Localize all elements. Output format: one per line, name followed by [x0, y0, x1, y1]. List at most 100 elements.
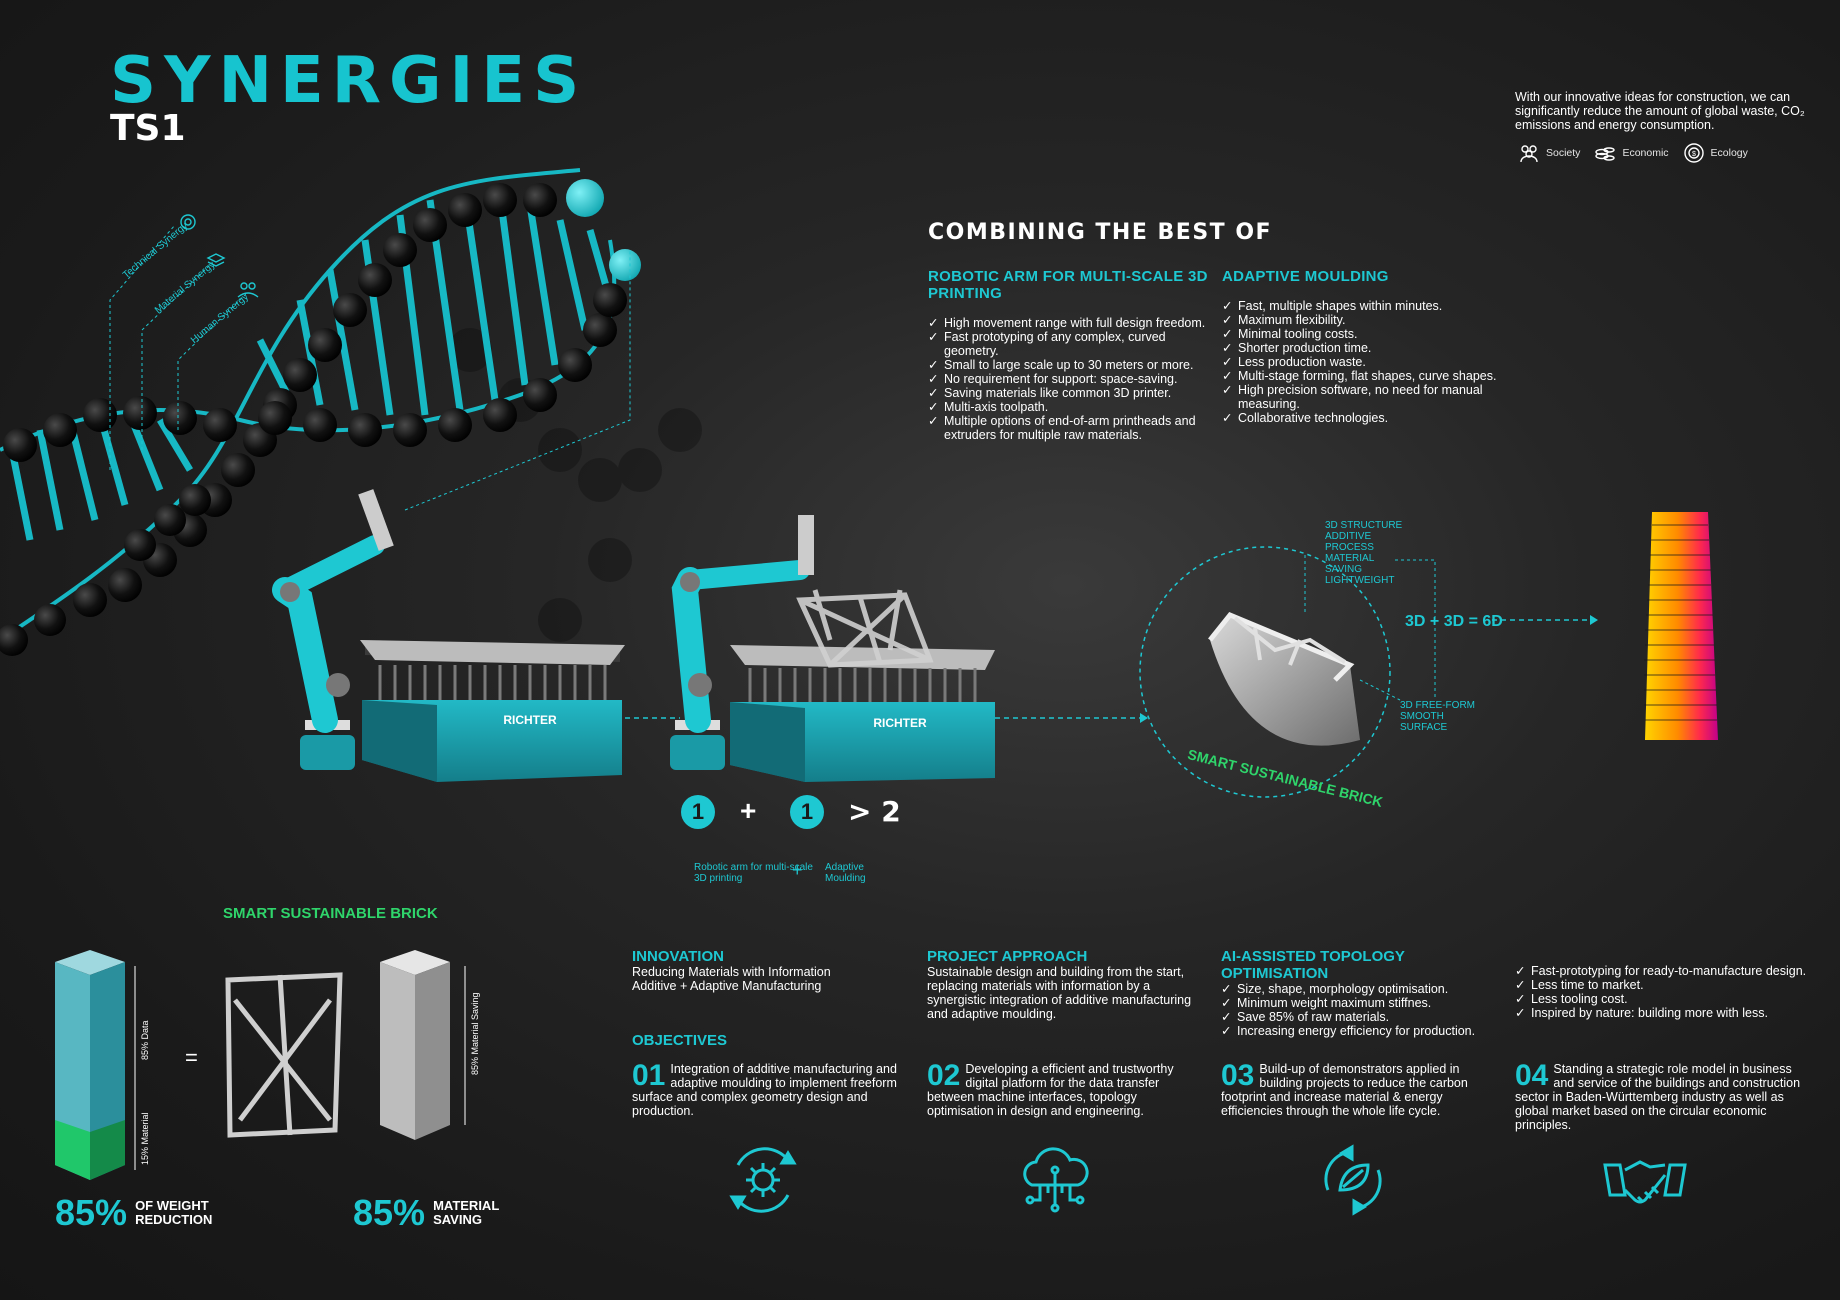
ecology-icon: $ [1683, 143, 1704, 163]
benefits-block: Fast-prototyping for ready-to-manufactur… [1515, 964, 1815, 1020]
mould-column: ADAPTIVE MOULDING Fast, multiple shapes … [1222, 268, 1507, 425]
stat-label-line1: MATERIAL [433, 1198, 500, 1213]
list-item: Collaborative technologies. [1222, 411, 1507, 425]
comparison-title: SMART SUSTAINABLE BRICK [223, 905, 438, 922]
objective-text: Developing a efficient and trustworthy d… [927, 1062, 1174, 1118]
machine-1-brand: RICHTER [503, 713, 557, 727]
economic-icon [1595, 147, 1616, 161]
list-item: Maximum flexibility. [1222, 313, 1507, 327]
society-icon [1520, 145, 1538, 163]
bar-label-material: 15% Material [140, 1112, 150, 1165]
leaf-cycle-icon [1324, 1144, 1382, 1216]
page-title: SYNERGIES [110, 44, 588, 118]
brick-render [1139, 546, 1436, 798]
bar-label-data: 85% Data [140, 1020, 150, 1060]
objective-3: 03 Build-up of demonstrators applied in … [1221, 1059, 1491, 1119]
stat-label-line2: REDUCTION [135, 1212, 213, 1227]
stat-label-line2: SAVING [433, 1212, 482, 1227]
topology-list: Size, shape, morphology optimisation. Mi… [1221, 982, 1511, 1038]
brick-annotation-bottom: 3D FREE-FORM SMOOTH SURFACE [1400, 700, 1475, 733]
gear-cycle-icon [729, 1147, 797, 1213]
list-item: High precision software, no need for man… [1222, 383, 1507, 411]
innovation-heading: INNOVATION [632, 948, 724, 965]
handshake-icon [1603, 1160, 1687, 1204]
list-item: Inspired by nature: building more with l… [1515, 1006, 1815, 1020]
list-item: Fast prototyping of any complex, curved … [928, 330, 1218, 358]
robot-heading: ROBOTIC ARM FOR MULTI-SCALE 3D PRINTING [928, 268, 1208, 302]
list-item: Less tooling cost. [1515, 992, 1815, 1006]
innovation-line1: Reducing Materials with Information [632, 965, 831, 979]
stat-value: 85% [55, 1192, 128, 1233]
tower-render [1644, 512, 1718, 740]
list-item: Multi-stage forming, flat shapes, curve … [1222, 369, 1507, 383]
machine-2: RICHTER [670, 515, 995, 782]
robot-column: ROBOTIC ARM FOR MULTI-SCALE 3D PRINTING … [928, 268, 1218, 442]
dna-cyan-balls [566, 179, 641, 281]
objective-number: 03 [1221, 1059, 1255, 1092]
innovation-block: INNOVATION Reducing Materials with Infor… [632, 948, 902, 993]
list-item: Minimum weight maximum stiffnes. [1221, 996, 1511, 1010]
bar-label-saving: 85% Material Saving [470, 992, 480, 1075]
objective-number: 01 [632, 1059, 666, 1092]
list-item: High movement range with full design fre… [928, 316, 1218, 330]
brick-annotation-top: 3D STRUCTURE ADDITIVE PROCESS MATERIAL S… [1325, 520, 1403, 586]
innovation-line2: Additive + Adaptive Manufacturing [632, 979, 822, 993]
list-item: Small to large scale up to 30 meters or … [928, 358, 1218, 372]
list-item: Saving materials like common 3D printer. [928, 386, 1218, 400]
brick-comparison: = [55, 950, 466, 1180]
objective-text: Build-up of demonstrators applied in bui… [1221, 1062, 1468, 1118]
objectives-heading: OBJECTIVES [632, 1032, 728, 1049]
pillar-label: Economic [1622, 147, 1669, 159]
topology-heading: AI-ASSISTED TOPOLOGY OPTIMISATION [1221, 948, 1405, 982]
pillar-label: Ecology [1710, 147, 1748, 159]
dna-label-icons [180, 214, 259, 298]
equation-result: > 2 [848, 795, 901, 828]
list-item: Fast-prototyping for ready-to-manufactur… [1515, 964, 1815, 978]
dna-balls [0, 183, 627, 656]
machine-1: RICHTER [272, 489, 625, 782]
dna-shadow [448, 328, 702, 642]
pillar-ecology: $ Ecology [1683, 142, 1748, 164]
pillar-label: Society [1546, 147, 1581, 159]
benefits-list: Fast-prototyping for ready-to-manufactur… [1515, 964, 1815, 1020]
list-item: Save 85% of raw materials. [1221, 1010, 1511, 1024]
objective-4: 04 Standing a strategic role model in bu… [1515, 1059, 1805, 1133]
list-item: Less time to market. [1515, 978, 1815, 992]
list-item: Multiple options of end-of-arm printhead… [928, 414, 1218, 442]
formula-label: 3D + 3D = 6D [1405, 613, 1503, 630]
objective-number: 02 [927, 1059, 961, 1092]
pillar-economic: Economic [1594, 142, 1669, 164]
list-item: Multi-axis toolpath. [928, 400, 1218, 414]
objective-2: 02 Developing a efficient and trustworth… [927, 1059, 1197, 1119]
caption-plus: + [792, 860, 803, 880]
machine-2-brand: RICHTER [873, 716, 927, 730]
objective-text: Standing a strategic role model in busin… [1515, 1062, 1801, 1132]
stat-label-line1: OF WEIGHT [135, 1198, 209, 1213]
svg-text:$: $ [1692, 151, 1696, 158]
pillars-row: Society Economic $ Ecology [1518, 142, 1748, 164]
dna-label-leaders [109, 224, 631, 511]
objective-number: 04 [1515, 1059, 1549, 1092]
topology-block: AI-ASSISTED TOPOLOGY OPTIMISATION Size, … [1221, 948, 1511, 1038]
list-item: Increasing energy efficiency for product… [1221, 1024, 1511, 1038]
list-item: Fast, multiple shapes within minutes. [1222, 299, 1507, 313]
objective-text: Integration of additive manufacturing an… [632, 1062, 897, 1118]
list-item: Minimal tooling costs. [1222, 327, 1507, 341]
robot-list: High movement range with full design fre… [928, 316, 1218, 442]
list-item: Shorter production time. [1222, 341, 1507, 355]
caption-mould: Adaptive Moulding [825, 862, 866, 884]
list-item: Size, shape, morphology optimisation. [1221, 982, 1511, 996]
approach-text: Sustainable design and building from the… [927, 965, 1192, 1021]
pillar-society: Society [1518, 142, 1580, 164]
intro-text: With our innovative ideas for constructi… [1515, 90, 1805, 132]
mould-heading: ADAPTIVE MOULDING [1222, 268, 1389, 285]
objective-1: 01 Integration of additive manufacturing… [632, 1059, 902, 1119]
mould-list: Fast, multiple shapes within minutes. Ma… [1222, 299, 1507, 425]
plus-sign: + [740, 795, 757, 826]
badge-one-mould: 1 [790, 795, 824, 829]
page-subtitle: TS1 [110, 108, 186, 149]
